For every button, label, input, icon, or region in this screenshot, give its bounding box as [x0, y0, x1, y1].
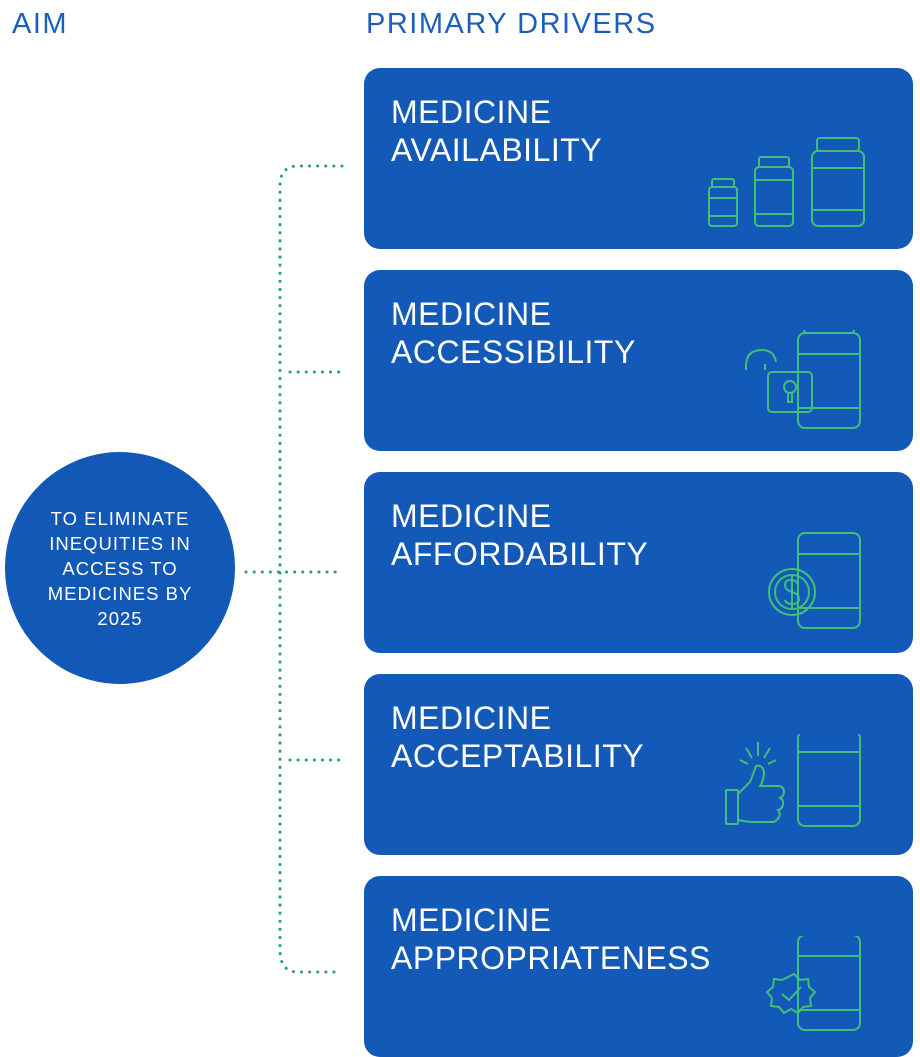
connector-trunk: [278, 164, 344, 974]
driver-card-acceptability: MEDICINE ACCEPTABILITY: [364, 674, 913, 855]
driver-title: MEDICINE ACCESSIBILITY: [391, 295, 636, 371]
driver-title-line1: MEDICINE: [391, 700, 552, 736]
aim-text: TO ELIMINATE INEQUITIES IN ACCESS TO MED…: [47, 507, 193, 629]
primary-drivers-heading: PRIMARY DRIVERS: [366, 8, 657, 40]
driver-title: MEDICINE AVAILABILITY: [391, 93, 602, 169]
driver-card-appropriateness: MEDICINE APPROPRIATENESS: [364, 876, 913, 1057]
driver-card-accessibility: MEDICINE ACCESSIBILITY: [364, 270, 913, 451]
driver-title-line1: MEDICINE: [391, 296, 552, 332]
driver-title: MEDICINE ACCEPTABILITY: [391, 699, 644, 775]
driver-card-affordability: MEDICINE AFFORDABILITY: [364, 472, 913, 653]
driver-title-line2: AFFORDABILITY: [391, 536, 649, 572]
aim-circle: TO ELIMINATE INEQUITIES IN ACCESS TO MED…: [5, 452, 235, 684]
driver-title-line2: APPROPRIATENESS: [391, 940, 711, 976]
driver-title-line2: AVAILABILITY: [391, 132, 603, 168]
bottle-thumbs-up-icon: [725, 734, 861, 827]
driver-title-line1: MEDICINE: [391, 94, 552, 130]
driver-title: MEDICINE AFFORDABILITY: [391, 497, 648, 573]
driver-title-line2: ACCESSIBILITY: [391, 334, 636, 370]
driver-title-line1: MEDICINE: [391, 498, 552, 534]
driver-title: MEDICINE APPROPRIATENESS: [391, 901, 711, 977]
bottle-check-badge-icon: [765, 936, 861, 1031]
medicine-bottles-icon: [708, 137, 865, 227]
driver-title-line2: ACCEPTABILITY: [391, 738, 645, 774]
driver-card-availability: MEDICINE AVAILABILITY: [364, 68, 913, 249]
aim-heading: AIM: [12, 8, 69, 40]
bottle-padlock-icon: [745, 330, 861, 429]
bottle-dollar-icon: [768, 532, 861, 629]
driver-title-line1: MEDICINE: [391, 902, 552, 938]
